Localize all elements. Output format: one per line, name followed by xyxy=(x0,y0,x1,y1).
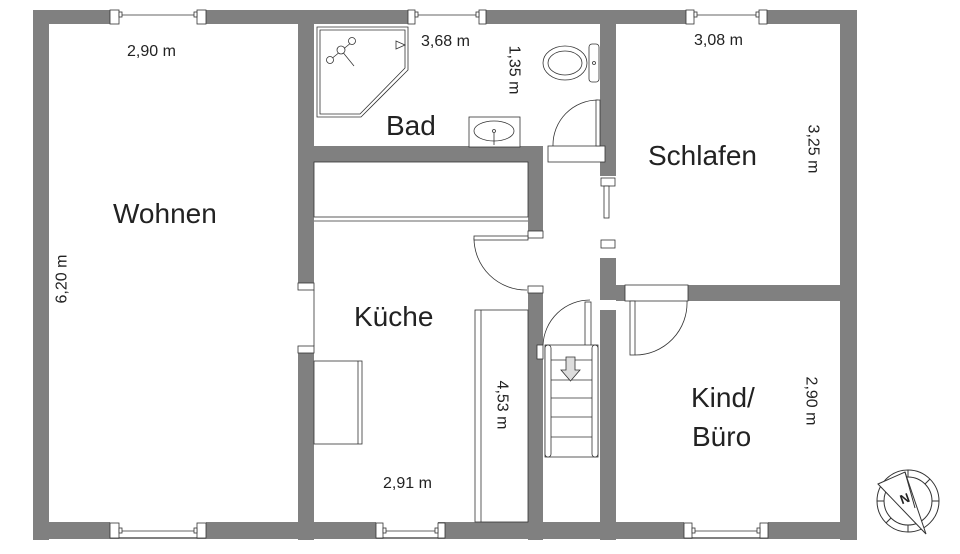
kitchen-table xyxy=(313,360,363,445)
window-wohnen-top xyxy=(109,9,207,25)
stairs xyxy=(544,344,599,458)
shower-head-icon xyxy=(326,37,356,67)
dim-kueche-height: 4,53 m xyxy=(493,380,511,430)
wall-kueche-hall xyxy=(528,146,543,540)
stairs-down-arrow-icon xyxy=(560,356,581,382)
kitchen-fixtures xyxy=(313,161,529,523)
toilet-icon xyxy=(542,43,600,83)
room-label-wohnen: Wohnen xyxy=(113,198,217,229)
door-bad xyxy=(547,99,606,163)
kitchen-counter-top xyxy=(313,161,529,218)
dim-wohnen-height: 6,20 m xyxy=(53,254,71,304)
dim-wohnen-width: 2,90 m xyxy=(127,43,176,60)
wall-hall-right xyxy=(600,10,616,540)
window-wohnen-bottom xyxy=(109,522,207,539)
window-schlafen-top xyxy=(685,9,768,25)
room-label-buero: Büro xyxy=(692,421,752,452)
window-kueche-bottom xyxy=(375,522,446,539)
window-wohnen-kueche xyxy=(297,282,315,354)
windows xyxy=(109,9,769,539)
window-bad-top xyxy=(407,9,487,25)
room-label-kind: Kind/ xyxy=(691,382,755,413)
dim-bad-width: 3,68 m xyxy=(421,33,470,50)
doors xyxy=(473,99,689,360)
drain-icon xyxy=(395,40,406,50)
openings xyxy=(110,10,768,537)
door-kueche xyxy=(473,230,544,294)
window-kind-bottom xyxy=(683,522,769,539)
walls xyxy=(33,10,857,540)
bad-fixtures xyxy=(316,26,600,148)
compass-icon xyxy=(876,469,940,535)
door-kind xyxy=(624,284,689,356)
room-label-kueche: Küche xyxy=(354,301,434,332)
room-label-bad: Bad xyxy=(386,110,436,141)
dim-schlafen-height: 3,25 m xyxy=(804,124,822,174)
shower-tray xyxy=(316,26,409,118)
kitchen-counter-side xyxy=(474,309,529,523)
dim-kueche-width: 2,91 m xyxy=(383,475,432,492)
wall-bad-bottom xyxy=(298,146,548,162)
wall-right xyxy=(840,10,857,540)
dim-kind-height: 2,90 m xyxy=(802,376,820,426)
dim-schlafen-width: 3,08 m xyxy=(694,32,743,49)
sink-icon xyxy=(468,116,521,148)
door-schlafen xyxy=(600,177,616,249)
room-label-schlafen: Schlafen xyxy=(648,140,757,171)
wall-wohnen-kueche xyxy=(298,10,314,540)
wall-left xyxy=(33,10,49,540)
dim-bad-height: 1,35 m xyxy=(505,45,523,95)
